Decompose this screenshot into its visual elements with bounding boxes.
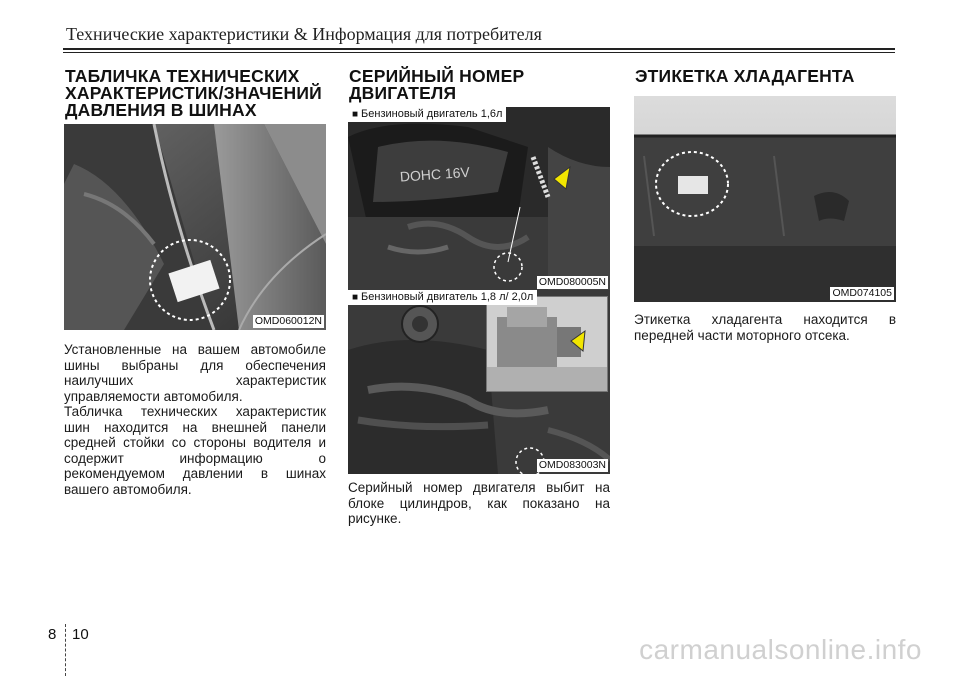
engine-inset-photo [486, 296, 608, 392]
photo-code: OMD060012N [252, 315, 324, 328]
tire-label-heading: ТАБЛИЧКА ТЕХНИЧЕСКИХ ХАРАКТЕРИСТИК/ЗНАЧЕ… [65, 66, 322, 120]
watermark: carmanualsonline.info [639, 634, 922, 665]
chapter-number: 8 [48, 626, 57, 643]
engine-1-8-illustration [348, 290, 610, 474]
page-number-divider [65, 624, 66, 676]
page-header-title: Технические характеристики & Информация … [66, 24, 542, 44]
engine-number-paragraph: Серийный номер двигателя выбит на блоке … [348, 480, 610, 526]
bullet-square-icon: ■ [352, 292, 359, 303]
engine-caption-1-6l: ■Бензиновый двигатель 1,6л [348, 107, 507, 122]
engine-inset-illustration [487, 297, 607, 391]
refrigerant-label-photo: OMD074105 [634, 96, 896, 302]
header-rule [63, 48, 895, 50]
engine-number-heading: СЕРИЙНЫЙ НОМЕР ДВИГАТЕЛЯ [349, 66, 525, 103]
refrigerant-paragraph: Этикетка хладагента находится в передней… [634, 312, 896, 343]
door-pillar-illustration [64, 124, 326, 330]
photo-code: OMD080005N [536, 276, 608, 289]
engine-caption-1-8-2-0l: ■Бензиновый двигатель 1,8 л/ 2,0л [348, 290, 538, 305]
engine-cover-text: DOHC 16V [399, 164, 471, 185]
engine-photo-1-6l: DOHC 16V ■Бензиновый двигатель 1,6л OMD0… [348, 107, 610, 291]
photo-code: OMD083003N [536, 459, 608, 472]
refrigerant-label-heading: ЭТИКЕТКА ХЛАДАГЕНТА [635, 66, 855, 86]
tire-label-photo: OMD060012N [64, 124, 326, 330]
header-rule-thin [63, 52, 895, 53]
tire-paragraph-2: Табличка технических характеристик шин н… [64, 404, 326, 497]
engine-1-6-illustration: DOHC 16V [348, 107, 610, 291]
page-number: 10 [72, 626, 89, 643]
hood-illustration [634, 96, 896, 302]
engine-photo-1-8-2-0l: ■Бензиновый двигатель 1,8 л/ 2,0л OMD083… [348, 290, 610, 474]
photo-code: OMD074105 [830, 287, 894, 300]
engine-caption-1-6l-text: Бензиновый двигатель 1,6л [361, 108, 503, 120]
bullet-square-icon: ■ [352, 109, 359, 120]
engine-caption-1-8-2-0l-text: Бензиновый двигатель 1,8 л/ 2,0л [361, 291, 534, 303]
tire-paragraph-1: Установленные на вашем автомобиле шины в… [64, 342, 326, 404]
